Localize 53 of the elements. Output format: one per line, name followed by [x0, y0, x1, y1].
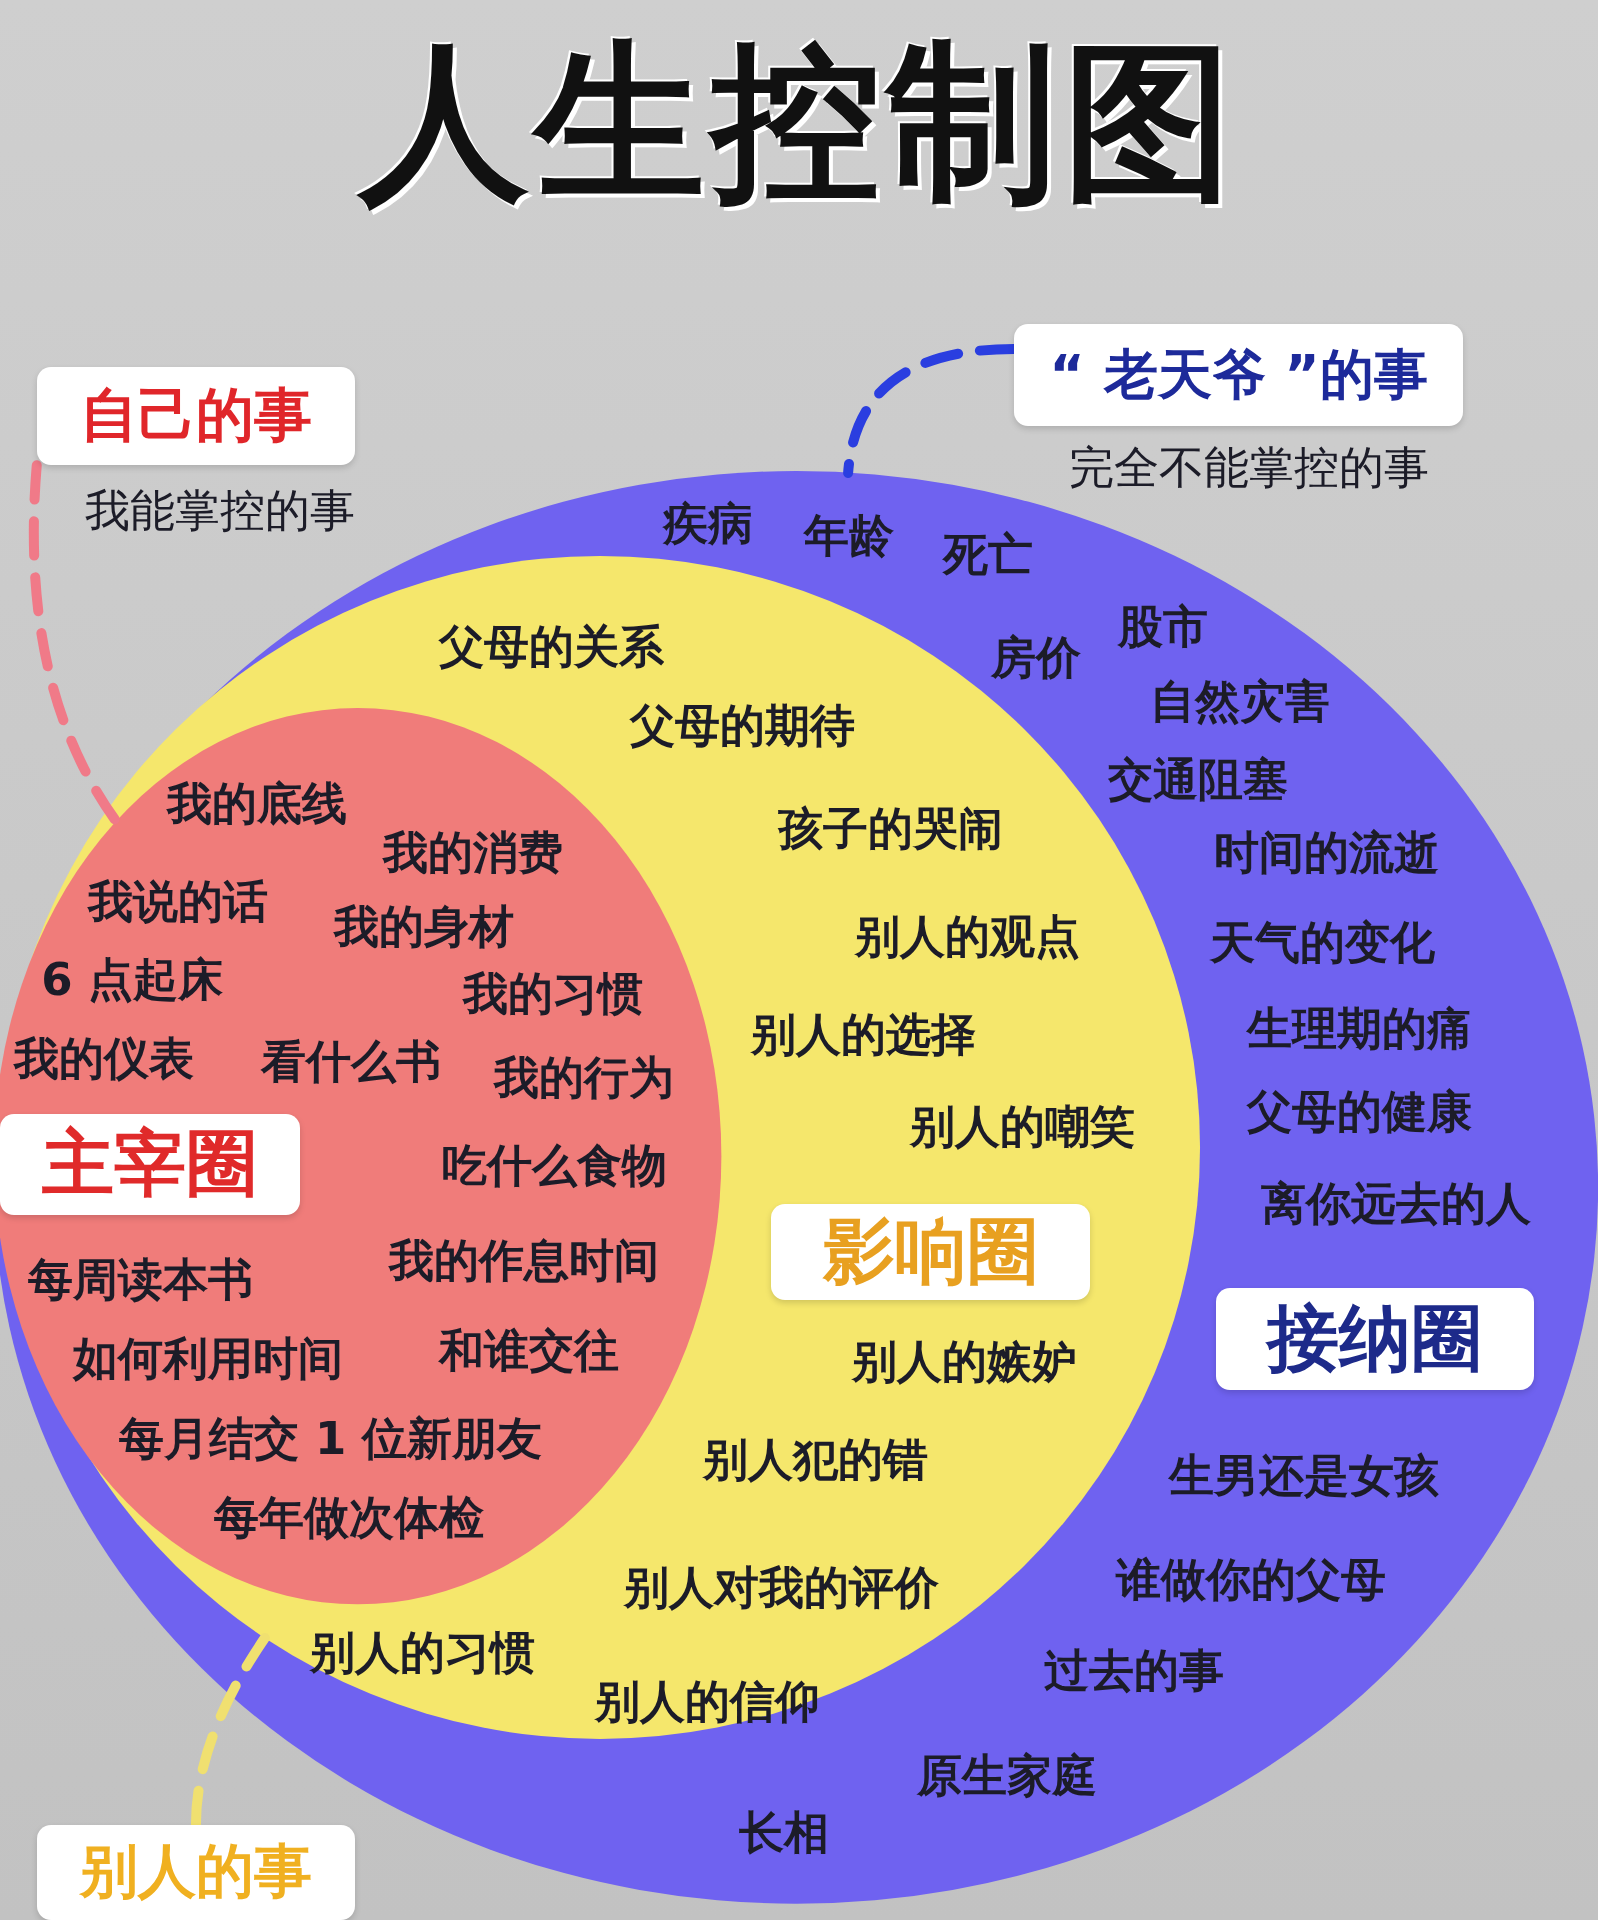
item-label: 时间的流逝	[1213, 825, 1439, 882]
item-label: 父母的期待	[629, 698, 855, 755]
caption-text: 我能掌控的事	[85, 482, 356, 539]
label-box: 接纳圈	[1215, 1288, 1535, 1390]
label-box: 别人的事	[36, 1824, 356, 1920]
item-label: 天气的变化	[1210, 914, 1435, 971]
item-label: 死亡	[943, 526, 1034, 583]
item-label: 每周读本书	[28, 1251, 254, 1308]
title: 人生控制图	[0, 10, 1598, 239]
item-label: 我的作息时间	[389, 1233, 660, 1290]
item-label: 我的习惯	[463, 966, 644, 1023]
item-label: 别人犯的错	[703, 1431, 928, 1488]
item-label: 别人的选择	[750, 1006, 976, 1063]
item-label: 我说的话	[87, 874, 268, 931]
item-label: 孩子的哭闹	[777, 801, 1003, 857]
item-label: 谁做你的父母	[1116, 1551, 1387, 1608]
dashed-line	[28, 460, 121, 826]
item-label: 我的消费	[382, 825, 563, 882]
item-label: 别人的观点	[854, 908, 1080, 965]
item-label: 生男还是女孩	[1169, 1447, 1440, 1504]
item-label: 交通阻塞	[1107, 752, 1288, 808]
item-label: 和谁交往	[439, 1322, 619, 1379]
item-label: 父母的健康	[1246, 1083, 1472, 1140]
item-label: 吃什么食物	[442, 1137, 668, 1194]
item-label: 每年做次体检	[214, 1490, 484, 1547]
item-label: 原生家庭	[916, 1747, 1097, 1804]
item-label: 如何利用时间	[73, 1331, 344, 1388]
item-label: 6 点起床	[41, 951, 224, 1008]
item-label: 年龄	[803, 508, 894, 565]
item-label: 别人的嘲笑	[909, 1098, 1135, 1155]
label-box: 自己的事	[36, 367, 356, 466]
item-label: 我的身材	[333, 898, 514, 955]
item-label: 过去的事	[1043, 1643, 1224, 1700]
item-label: 股市	[1118, 598, 1209, 655]
item-label: 疾病	[662, 496, 753, 553]
caption-text: 完全不能掌控的事	[1069, 439, 1429, 496]
item-label: 我的底线	[167, 776, 348, 833]
label-box: “ 老天爷 ”的事	[1013, 324, 1464, 427]
item-label: 父母的关系	[438, 618, 664, 675]
item-label: 每月结交 1 位新朋友	[119, 1410, 542, 1467]
item-label: 房价	[990, 629, 1081, 686]
item-label: 别人的嫉妒	[852, 1333, 1078, 1390]
item-label: 离你远去的人	[1260, 1175, 1531, 1232]
item-label: 别人的习惯	[309, 1625, 535, 1682]
item-label: 生理期的痛	[1246, 1000, 1472, 1057]
item-label: 我的行为	[494, 1049, 675, 1106]
item-label: 别人对我的评价	[623, 1560, 939, 1617]
item-label: 我的仪表	[14, 1031, 195, 1088]
label-box: 主宰圈	[0, 1114, 300, 1215]
item-label: 看什么书	[261, 1033, 442, 1090]
item-label: 自然灾害	[1150, 673, 1331, 730]
item-label: 长相	[738, 1805, 829, 1862]
label-box: 影响圈	[771, 1203, 1090, 1301]
